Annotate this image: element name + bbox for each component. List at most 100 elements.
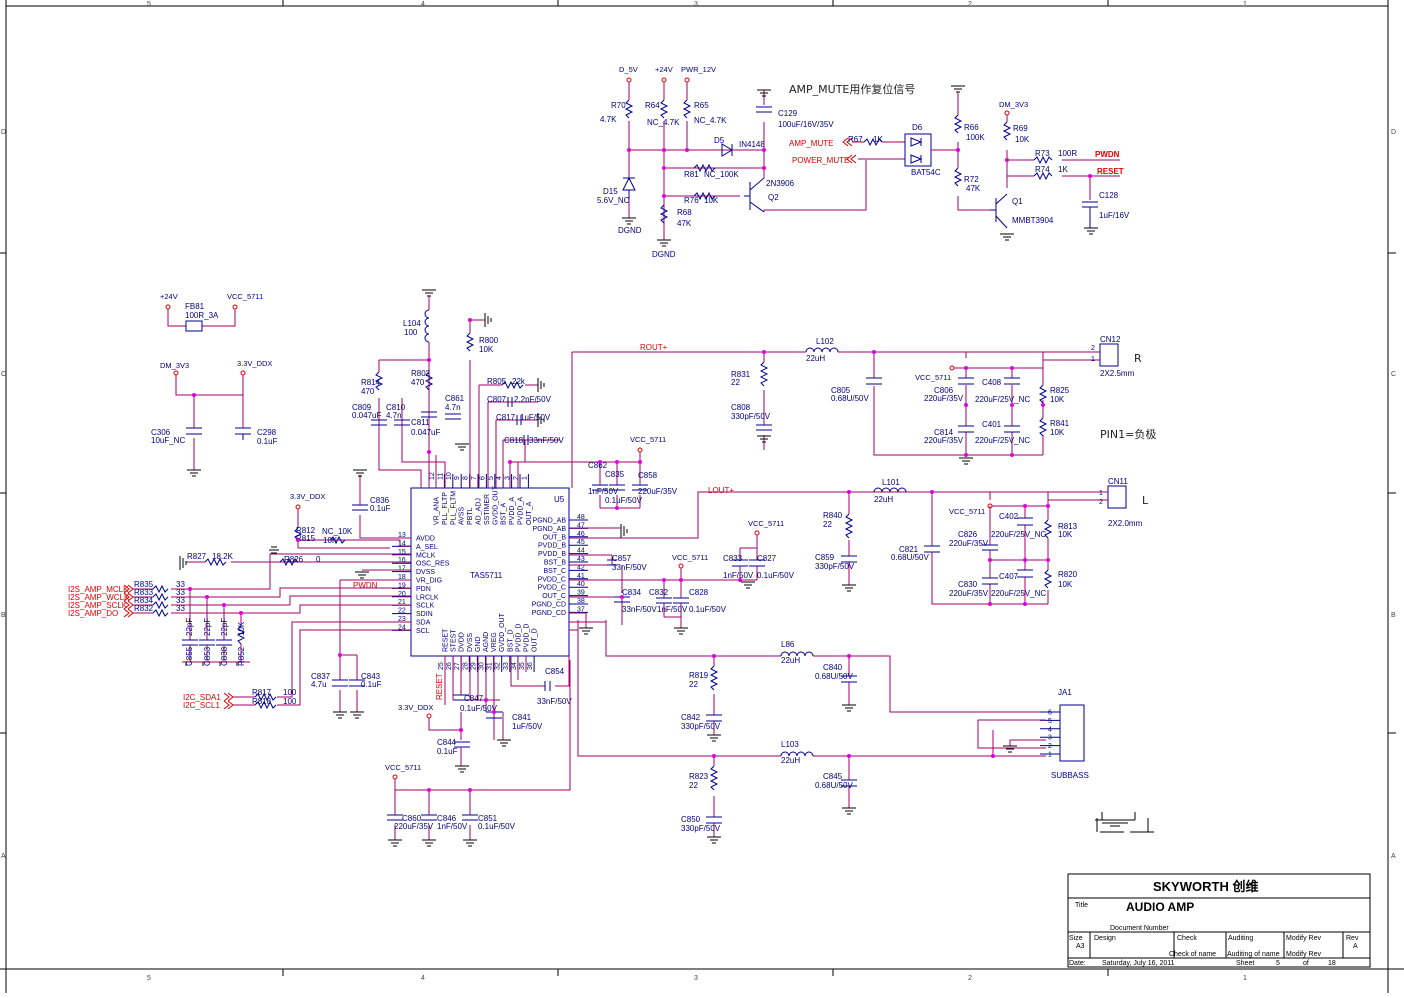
c846-value: 1nF/50V xyxy=(437,822,468,831)
rev-value: A xyxy=(1353,943,1358,950)
r805-value: 22k xyxy=(512,377,526,386)
u5-pin-number: 25 xyxy=(438,662,445,670)
fb81-value: 100R_3A xyxy=(185,311,219,320)
u5-pin-name: OSC_RES xyxy=(416,561,450,568)
fb81-ref: FB81 xyxy=(185,302,205,311)
u5-pin-number: 2 xyxy=(513,476,520,480)
c844-value: 0.1uF xyxy=(437,747,458,756)
c805-ref: C805 xyxy=(831,386,851,395)
date-label: Date: xyxy=(1069,960,1086,967)
ja1-connector xyxy=(1059,704,1085,762)
c836-value: 0.1uF xyxy=(370,504,391,513)
ja1-pin-number: 5 xyxy=(1048,718,1052,725)
d5-ref: D5 xyxy=(714,136,725,145)
ic-support-parts: L104 100 R800 10K R814 470 R802 470 C809… xyxy=(68,289,584,847)
u5-pin-number: 21 xyxy=(398,599,406,606)
u5-pin-number: 9 xyxy=(454,476,461,480)
c306-value: 10uF_NC xyxy=(151,436,185,445)
c855-value: 22pF xyxy=(185,618,194,636)
c842-value: 330pF/50V xyxy=(681,722,721,731)
c840-ref: C840 xyxy=(823,663,843,672)
u5-pin-number: 32 xyxy=(495,662,502,670)
u5-pin-number: 27 xyxy=(454,662,461,670)
pwr12v-rail-label: PWR_12V xyxy=(681,65,716,74)
u5-pin-number: 35 xyxy=(519,662,526,670)
r826-value: 0 xyxy=(316,555,321,564)
r76-ref: R76 xyxy=(684,196,699,205)
u5-pin-number: 14 xyxy=(398,540,406,547)
reset-net-u5: RESET xyxy=(435,673,444,700)
u5-pin-name: DVSS xyxy=(416,569,435,576)
c834-ref: C834 xyxy=(622,588,642,597)
u5-pin-name: PGND_AB xyxy=(533,518,567,525)
c845-value: 0.68U/50V xyxy=(815,781,853,790)
frame-col-3-bottom: 3 xyxy=(694,975,698,982)
c808-value: 330pF/50V xyxy=(731,412,771,421)
c857-ref: C857 xyxy=(612,554,632,563)
u5-pin-number: 13 xyxy=(398,532,406,539)
frame-row-d-right: D xyxy=(1391,129,1396,136)
u5-pin-name: PGND_CD xyxy=(532,602,566,609)
r81-ref: R81 xyxy=(684,170,699,179)
r835-ref: R835 xyxy=(134,580,154,589)
c862-value: 1nF/50V xyxy=(588,487,619,496)
dm3v3-label-1: DM_3V3 xyxy=(999,100,1028,109)
u5-pin-name: BST_A xyxy=(501,502,508,525)
u5-pin-number: 11 xyxy=(437,473,444,480)
u5-pin-name: PVDD_A xyxy=(518,497,525,525)
sheet-title: AUDIO AMP xyxy=(1126,900,1194,914)
frame-row-b-right: B xyxy=(1391,612,1396,619)
c809-value: 0.047uF xyxy=(352,411,381,420)
v33ddx-label-2: 3.3V_DDX xyxy=(290,492,325,501)
d15-value: 5.6V_NC xyxy=(597,196,630,205)
u5-pin-name: SCLK xyxy=(416,603,435,610)
c861-value: 4.7n xyxy=(445,403,461,412)
r76-value: 10K xyxy=(704,196,719,205)
c811-ref: C811 xyxy=(411,418,430,427)
ja1-value: SUBBASS xyxy=(1051,771,1089,780)
u5-pin-number: 46 xyxy=(577,531,585,538)
u5-pin-name: PVDD_B xyxy=(538,551,566,558)
p24v-label-2: +24V xyxy=(160,292,178,301)
left-channel-output: LOUT+ L101 22uH R840 22 C859 330pF/50V C… xyxy=(708,477,1149,606)
rout-net: ROUT+ xyxy=(640,343,668,352)
u5-pin-name: AVSS xyxy=(459,507,466,525)
u5-pin-name: PVDD_D xyxy=(524,624,531,652)
c855-ref: C855 xyxy=(185,646,194,666)
c838-ref: C838 xyxy=(220,646,229,666)
u5-pin-number: 8 xyxy=(463,476,470,480)
c128-ref: C128 xyxy=(1099,191,1119,200)
c129-value: 100uF/16V/35V xyxy=(778,120,834,129)
c854-value: 33nF/50V xyxy=(537,697,572,706)
design-label: Design xyxy=(1094,935,1116,942)
frame-row-b: B xyxy=(1,612,6,619)
c862-ref: C862 xyxy=(588,461,608,470)
u5-pin-number: 19 xyxy=(398,582,406,589)
i2s-mclk-net: I2S_AMP_MCLK xyxy=(68,585,129,594)
u5-pin-name: SDA xyxy=(416,620,431,627)
u5-pin-name: PVDD_D xyxy=(515,624,522,652)
u5-pin-number: 42 xyxy=(577,564,585,571)
cn11-value: 2X2.0mm xyxy=(1108,519,1143,528)
d5v-rail-label: D_5V xyxy=(619,65,638,74)
q1-value: MMBT3904 xyxy=(1012,216,1054,225)
u5-pin-number: 3 xyxy=(505,476,512,480)
c860-value: 220uF/35V xyxy=(394,822,434,831)
c833-value: 1nF/50V xyxy=(723,571,754,580)
r800-ref: R800 xyxy=(479,336,499,345)
r834-value: 33 xyxy=(176,596,185,605)
c817-ref: C817 xyxy=(496,413,516,422)
c827-value: 0.1uF/50V xyxy=(757,571,795,580)
u5-pin-number: 38 xyxy=(577,598,585,605)
mute-reset-circuit: D_5V +24V PWR_12V R70 4.7K R64 NC_4.7K R… xyxy=(597,65,1130,259)
c806-value: 220uF/35V xyxy=(924,394,964,403)
r70-value: 4.7K xyxy=(600,115,617,124)
c851-value: 0.1uF/50V xyxy=(478,822,516,831)
frame-col-1: 1 xyxy=(1243,1,1247,8)
vcc5711-label-6: VCC_5711 xyxy=(385,763,421,772)
c128-value: 1uF/16V xyxy=(1099,211,1130,220)
c809-ref: C809 xyxy=(352,403,372,412)
